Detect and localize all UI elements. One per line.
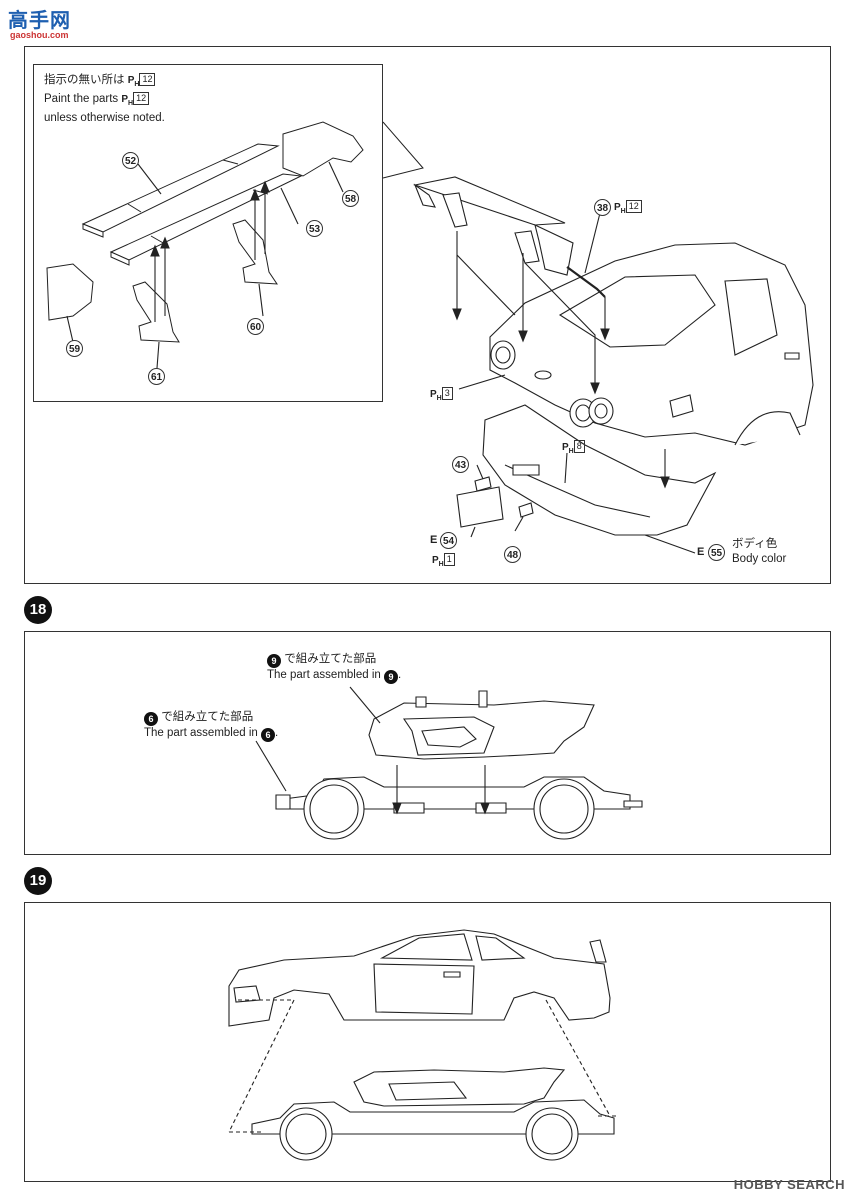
part-number-60: 60	[247, 318, 264, 335]
paint-note-en-2: unless otherwise noted.	[44, 112, 165, 124]
step-19-drawing	[24, 902, 831, 1182]
site-url: gaoshou.com	[10, 30, 69, 40]
step-18-badge: 18	[24, 596, 52, 624]
body-color-jp: ボディ色	[732, 538, 778, 550]
site-logo: 高手网	[8, 4, 71, 33]
car-rear-drawing	[395, 165, 825, 575]
part-number-59: 59	[66, 340, 83, 357]
paint-mark-2: PH	[121, 94, 134, 107]
mid-part-color: PH8	[562, 440, 585, 455]
hobby-search-watermark: HOBBY SEARCH	[733, 1177, 845, 1192]
part-number-e54: 54	[440, 532, 457, 549]
rear-panel-color: PH3	[430, 387, 453, 402]
step18-label-9: 9 で組み立てた部品 The part assembled in 9.	[267, 653, 402, 684]
site-logo-text: 高手网	[8, 10, 71, 32]
wing-exploded-drawing	[33, 64, 383, 402]
paint-note-jp: 指示の無い所は	[44, 74, 125, 86]
zoom-callout	[383, 120, 443, 180]
part-number-52: 52	[122, 152, 139, 169]
part-number-48: 48	[504, 546, 521, 563]
part-number-61: 61	[148, 368, 165, 385]
ref-step-6-b: 6	[261, 728, 275, 742]
ref-step-6: 6	[144, 712, 158, 726]
ref-step-9-b: 9	[384, 670, 398, 684]
part-e55: E	[697, 546, 705, 558]
paint-note: 指示の無い所は PH12 Paint the parts PH12 unless…	[44, 73, 165, 126]
step-18-drawing	[24, 631, 831, 855]
ref-step-9: 9	[267, 654, 281, 668]
part-38-color: PH12	[614, 200, 642, 215]
step18-label-6: 6 で組み立てた部品 The part assembled in 6.	[144, 711, 279, 742]
paint-note-en-1: Paint the parts	[44, 93, 119, 105]
paint-mark: PH	[127, 75, 140, 88]
body-color-en: Body color	[732, 553, 787, 565]
part-e54-color: PH1	[432, 553, 455, 568]
part-number-43: 43	[452, 456, 469, 473]
step-19-badge: 19	[24, 867, 52, 895]
part-number-e55: 55	[708, 544, 725, 561]
part-number-38: 38	[594, 199, 611, 216]
wing-detail-inset	[33, 64, 383, 402]
part-number-53: 53	[306, 220, 323, 237]
part-number-58: 58	[342, 190, 359, 207]
paint-color-box: 12	[139, 73, 156, 86]
body-color-note: ボディ色 Body color	[732, 537, 786, 567]
paint-color-box-2: 12	[133, 92, 150, 105]
part-e54: E	[430, 534, 438, 546]
